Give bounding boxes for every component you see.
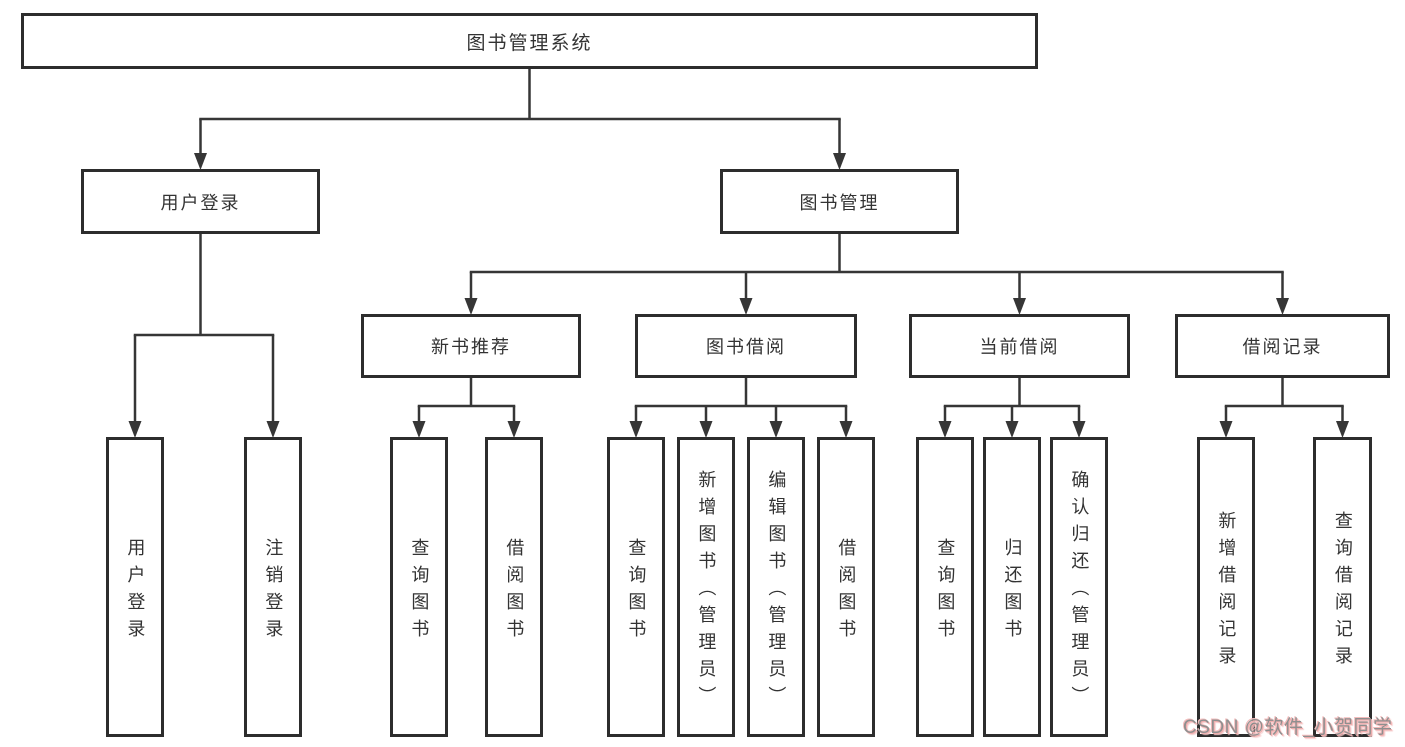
node-rec-add: 新增借阅记录: [1197, 437, 1255, 737]
node-mgmt: 图书管理: [720, 169, 959, 234]
arrowhead-records: [1276, 298, 1289, 315]
node-current: 当前借阅: [909, 314, 1130, 378]
node-bw-add: 新增图书（管理员）: [677, 437, 735, 737]
arrowhead-cur-confirm: [1072, 421, 1086, 438]
node-borrow: 图书借阅: [635, 314, 857, 378]
edge-newrec: [412, 376, 521, 438]
node-cur-query: 查询图书: [916, 437, 974, 737]
node-bw-borrow: 借阅图书: [817, 437, 875, 737]
edge-current: [938, 376, 1086, 438]
arrowhead-rec-add: [1219, 421, 1233, 438]
node-label-bw-add: 新增图书（管理员）: [696, 470, 717, 713]
node-label-newrec: 新书推荐: [431, 337, 511, 357]
node-records: 借阅记录: [1175, 314, 1390, 378]
node-logout: 注销登录: [244, 437, 302, 737]
node-nr-borrow: 借阅图书: [485, 437, 543, 737]
csdn-watermark: CSDN @软件_小贺同学: [1183, 717, 1393, 738]
arrowhead-user-login: [128, 421, 142, 438]
node-label-current: 当前借阅: [979, 337, 1060, 357]
arrowhead-bw-borrow: [839, 421, 853, 438]
node-cur-confirm: 确认归还（管理员）: [1050, 437, 1108, 737]
node-label-cur-return: 归还图书: [1002, 537, 1023, 646]
edge-login: [128, 232, 280, 438]
node-label-mgmt: 图书管理: [799, 192, 880, 213]
node-newrec: 新书推荐: [361, 314, 581, 378]
node-label-cur-confirm: 确认归还（管理员）: [1069, 470, 1090, 713]
arrowhead-borrow: [739, 298, 753, 315]
node-label-rec-add: 新增借阅记录: [1216, 510, 1237, 673]
edge-records: [1219, 376, 1349, 438]
node-login: 用户登录: [81, 169, 320, 234]
arrowhead-nr-query: [412, 421, 426, 438]
arrowhead-current: [1013, 298, 1026, 315]
node-label-root: 图书管理系统: [466, 32, 593, 54]
node-user-login: 用户登录: [106, 437, 164, 737]
node-label-logout: 注销登录: [263, 537, 284, 646]
arrowhead-nr-borrow: [507, 421, 521, 438]
arrowhead-mgmt: [833, 153, 846, 170]
node-label-bw-query: 查询图书: [626, 537, 647, 646]
node-bw-query: 查询图书: [607, 437, 665, 737]
node-label-records: 借阅记录: [1242, 337, 1323, 357]
node-label-bw-borrow: 借阅图书: [836, 537, 857, 646]
node-label-bw-edit: 编辑图书（管理员）: [766, 470, 787, 713]
node-rec-query: 查询借阅记录: [1313, 437, 1372, 737]
node-bw-edit: 编辑图书（管理员）: [747, 437, 805, 737]
arrowhead-newrec: [464, 298, 478, 315]
node-label-nr-borrow: 借阅图书: [504, 537, 525, 646]
arrowhead-bw-query: [629, 421, 643, 438]
node-label-cur-query: 查询图书: [935, 537, 956, 646]
edge-root: [194, 67, 846, 170]
node-nr-query: 查询图书: [390, 437, 448, 737]
node-label-login: 用户登录: [160, 192, 241, 213]
node-label-rec-query: 查询借阅记录: [1332, 510, 1353, 673]
arrowhead-cur-query: [938, 421, 952, 438]
arrowhead-login: [194, 153, 207, 170]
arrowhead-cur-return: [1005, 421, 1019, 438]
arrowhead-bw-edit: [769, 421, 783, 438]
node-label-borrow: 图书借阅: [706, 337, 786, 357]
edge-mgmt: [464, 232, 1289, 315]
node-label-nr-query: 查询图书: [409, 537, 430, 646]
node-label-user-login: 用户登录: [125, 537, 146, 646]
arrowhead-bw-add: [699, 421, 713, 438]
edge-borrow: [629, 376, 853, 438]
arrowhead-rec-query: [1336, 421, 1349, 438]
node-cur-return: 归还图书: [983, 437, 1041, 737]
node-root: 图书管理系统: [21, 13, 1038, 69]
arrowhead-logout: [266, 421, 280, 438]
